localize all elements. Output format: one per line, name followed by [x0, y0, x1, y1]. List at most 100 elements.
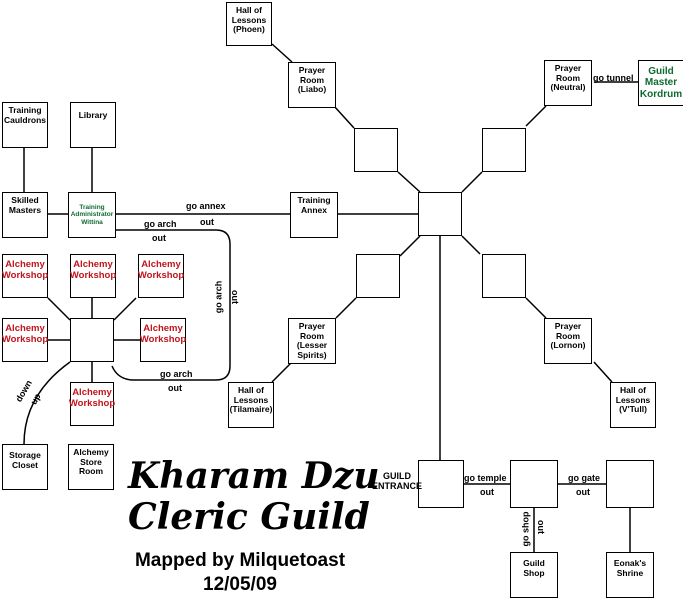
room-label: Workshop	[137, 269, 185, 281]
room-alchemy-workshop[interactable]: Alchemy Workshop	[70, 254, 116, 298]
mapped-by: Mapped by Milquetoast	[134, 550, 346, 571]
label-out-gate: out	[576, 487, 590, 497]
label-out-shop: out	[536, 520, 546, 534]
map-title-line1: Kharam Dzu	[128, 455, 380, 497]
room-label: Shrine	[616, 567, 644, 578]
room-label: (Tilamaire)	[229, 404, 273, 415]
room-nw-corridor[interactable]	[354, 128, 398, 172]
room-prayer-liabo[interactable]: Prayer Room (Liabo)	[288, 62, 336, 108]
room-se-corridor[interactable]	[482, 254, 526, 298]
room-training-administrator[interactable]: Training Administrator Wittina	[68, 192, 116, 238]
room-prayer-neutral[interactable]: Prayer Room (Neutral)	[544, 60, 592, 106]
room-alchemy-workshop[interactable]: Alchemy Workshop	[140, 318, 186, 362]
room-sw-corridor[interactable]	[356, 254, 400, 298]
room-storage-closet[interactable]: Storage Closet	[2, 444, 48, 490]
room-label: Alchemy	[141, 259, 181, 270]
path-alchemy-nw	[47, 297, 71, 321]
path-nw-prayer-liabo	[333, 105, 355, 129]
room-label: Alchemy	[73, 447, 109, 457]
room-label: Workshop	[139, 333, 187, 345]
room-label: Room	[78, 466, 104, 477]
path-ne-prayer-neutral	[525, 105, 547, 127]
room-label: Store	[80, 456, 102, 467]
room-alchemy-hub[interactable]	[70, 318, 114, 362]
label-out-arch-bottom: out	[168, 383, 182, 393]
room-label: Training	[79, 204, 105, 212]
room-label: Prayer	[298, 65, 326, 75]
room-alchemy-workshop[interactable]: Alchemy Workshop	[138, 254, 184, 298]
path-lornon-vtull	[593, 361, 613, 383]
room-label: Hall of	[236, 5, 262, 15]
room-prayer-lornon[interactable]: Prayer Room (Lornon)	[544, 318, 592, 364]
room-guild-shop[interactable]: Guild Shop	[510, 552, 558, 598]
room-label: Spirits)	[297, 349, 327, 360]
room-alchemy-workshop[interactable]: Alchemy Workshop	[68, 382, 116, 426]
room-label: Lessons	[231, 14, 267, 25]
label-go-annex: go annex	[186, 201, 226, 211]
room-label: (Liabo)	[297, 84, 327, 95]
path-hub-ne	[461, 171, 483, 193]
room-label: Storage	[9, 450, 41, 460]
room-label: Cauldrons	[3, 114, 47, 125]
room-label: (Lesser	[296, 340, 328, 351]
room-ne-corridor[interactable]	[482, 128, 526, 172]
label-out-annex: out	[200, 217, 214, 227]
room-library[interactable]: Library	[70, 102, 116, 148]
room-hall-vtull[interactable]: Hall of Lessons (V'Tull)	[610, 382, 656, 428]
room-label: Alchemy	[143, 323, 183, 334]
room-label: Room	[299, 74, 325, 85]
label-go-arch-bottom: go arch	[160, 369, 193, 379]
room-central-hub[interactable]	[418, 192, 462, 236]
room-label: Workshop	[1, 269, 49, 281]
label-go-gate: go gate	[568, 473, 601, 483]
label-go-tunnel: go tunnel	[593, 73, 634, 83]
room-training-cauldrons[interactable]: Training Cauldrons	[2, 102, 48, 148]
room-label: Master	[644, 77, 678, 89]
room-hall-phoen[interactable]: Hall of Lessons (Phoen)	[226, 2, 272, 46]
label-go-arch-top: go arch	[144, 219, 177, 229]
room-label: (Neutral)	[550, 82, 586, 93]
room-guild-master[interactable]: Guild Master Kordrum	[638, 60, 683, 106]
room-label: (Phoen)	[233, 24, 265, 35]
room-label: Masters	[8, 204, 42, 215]
room-label: Lessons	[233, 394, 269, 405]
room-label: Guild	[523, 558, 545, 568]
room-eonak-shrine[interactable]: Eonak's Shrine	[606, 552, 654, 598]
room-label: (Lornon)	[550, 340, 586, 351]
room-label: Wittina	[81, 218, 103, 226]
room-label: Room	[555, 330, 581, 341]
room-label: Hall of	[238, 385, 264, 395]
label-out-temple: out	[480, 487, 494, 497]
room-alchemy-workshop[interactable]: Alchemy Workshop	[2, 318, 48, 362]
room-label: Annex	[301, 204, 327, 215]
room-training-annex[interactable]: Training Annex	[290, 192, 338, 238]
room-label: Lessons	[615, 394, 651, 405]
room-label: Workshop	[69, 269, 117, 281]
room-label: Skilled	[11, 195, 39, 205]
room-label: Alchemy	[5, 259, 45, 270]
label-guild-entrance-line: GUILD	[383, 471, 411, 481]
room-label: Training	[297, 195, 331, 205]
path-liabo-phoen	[271, 43, 293, 63]
path-alchemy-ne	[113, 297, 137, 321]
room-alchemy-workshop[interactable]: Alchemy Workshop	[2, 254, 48, 298]
room-gate-corridor[interactable]	[606, 460, 654, 508]
path-go-arch	[111, 229, 231, 381]
room-temple-corridor[interactable]	[510, 460, 558, 508]
label-go-shop: go shop	[520, 511, 531, 547]
label-go-arch-vertical: go arch	[213, 280, 224, 314]
label-guild-entrance: GUILD ENTRANCE	[372, 471, 422, 492]
path-hub-se	[461, 235, 481, 255]
room-label: Prayer	[298, 321, 326, 331]
path-hub-nw	[397, 171, 421, 193]
room-alchemy-store-room[interactable]: Alchemy Store Room	[68, 444, 114, 490]
path-down-up	[23, 361, 71, 445]
room-hall-tilamaire[interactable]: Hall of Lessons (Tilamaire)	[228, 382, 274, 428]
room-label: Workshop	[68, 397, 116, 409]
room-guild-entrance[interactable]	[418, 460, 464, 508]
room-label: Workshop	[1, 333, 49, 345]
room-prayer-lesser-spirits[interactable]: Prayer Room (Lesser Spirits)	[288, 318, 336, 364]
room-skilled-masters[interactable]: Skilled Masters	[2, 192, 48, 238]
room-label: Alchemy	[73, 259, 113, 270]
